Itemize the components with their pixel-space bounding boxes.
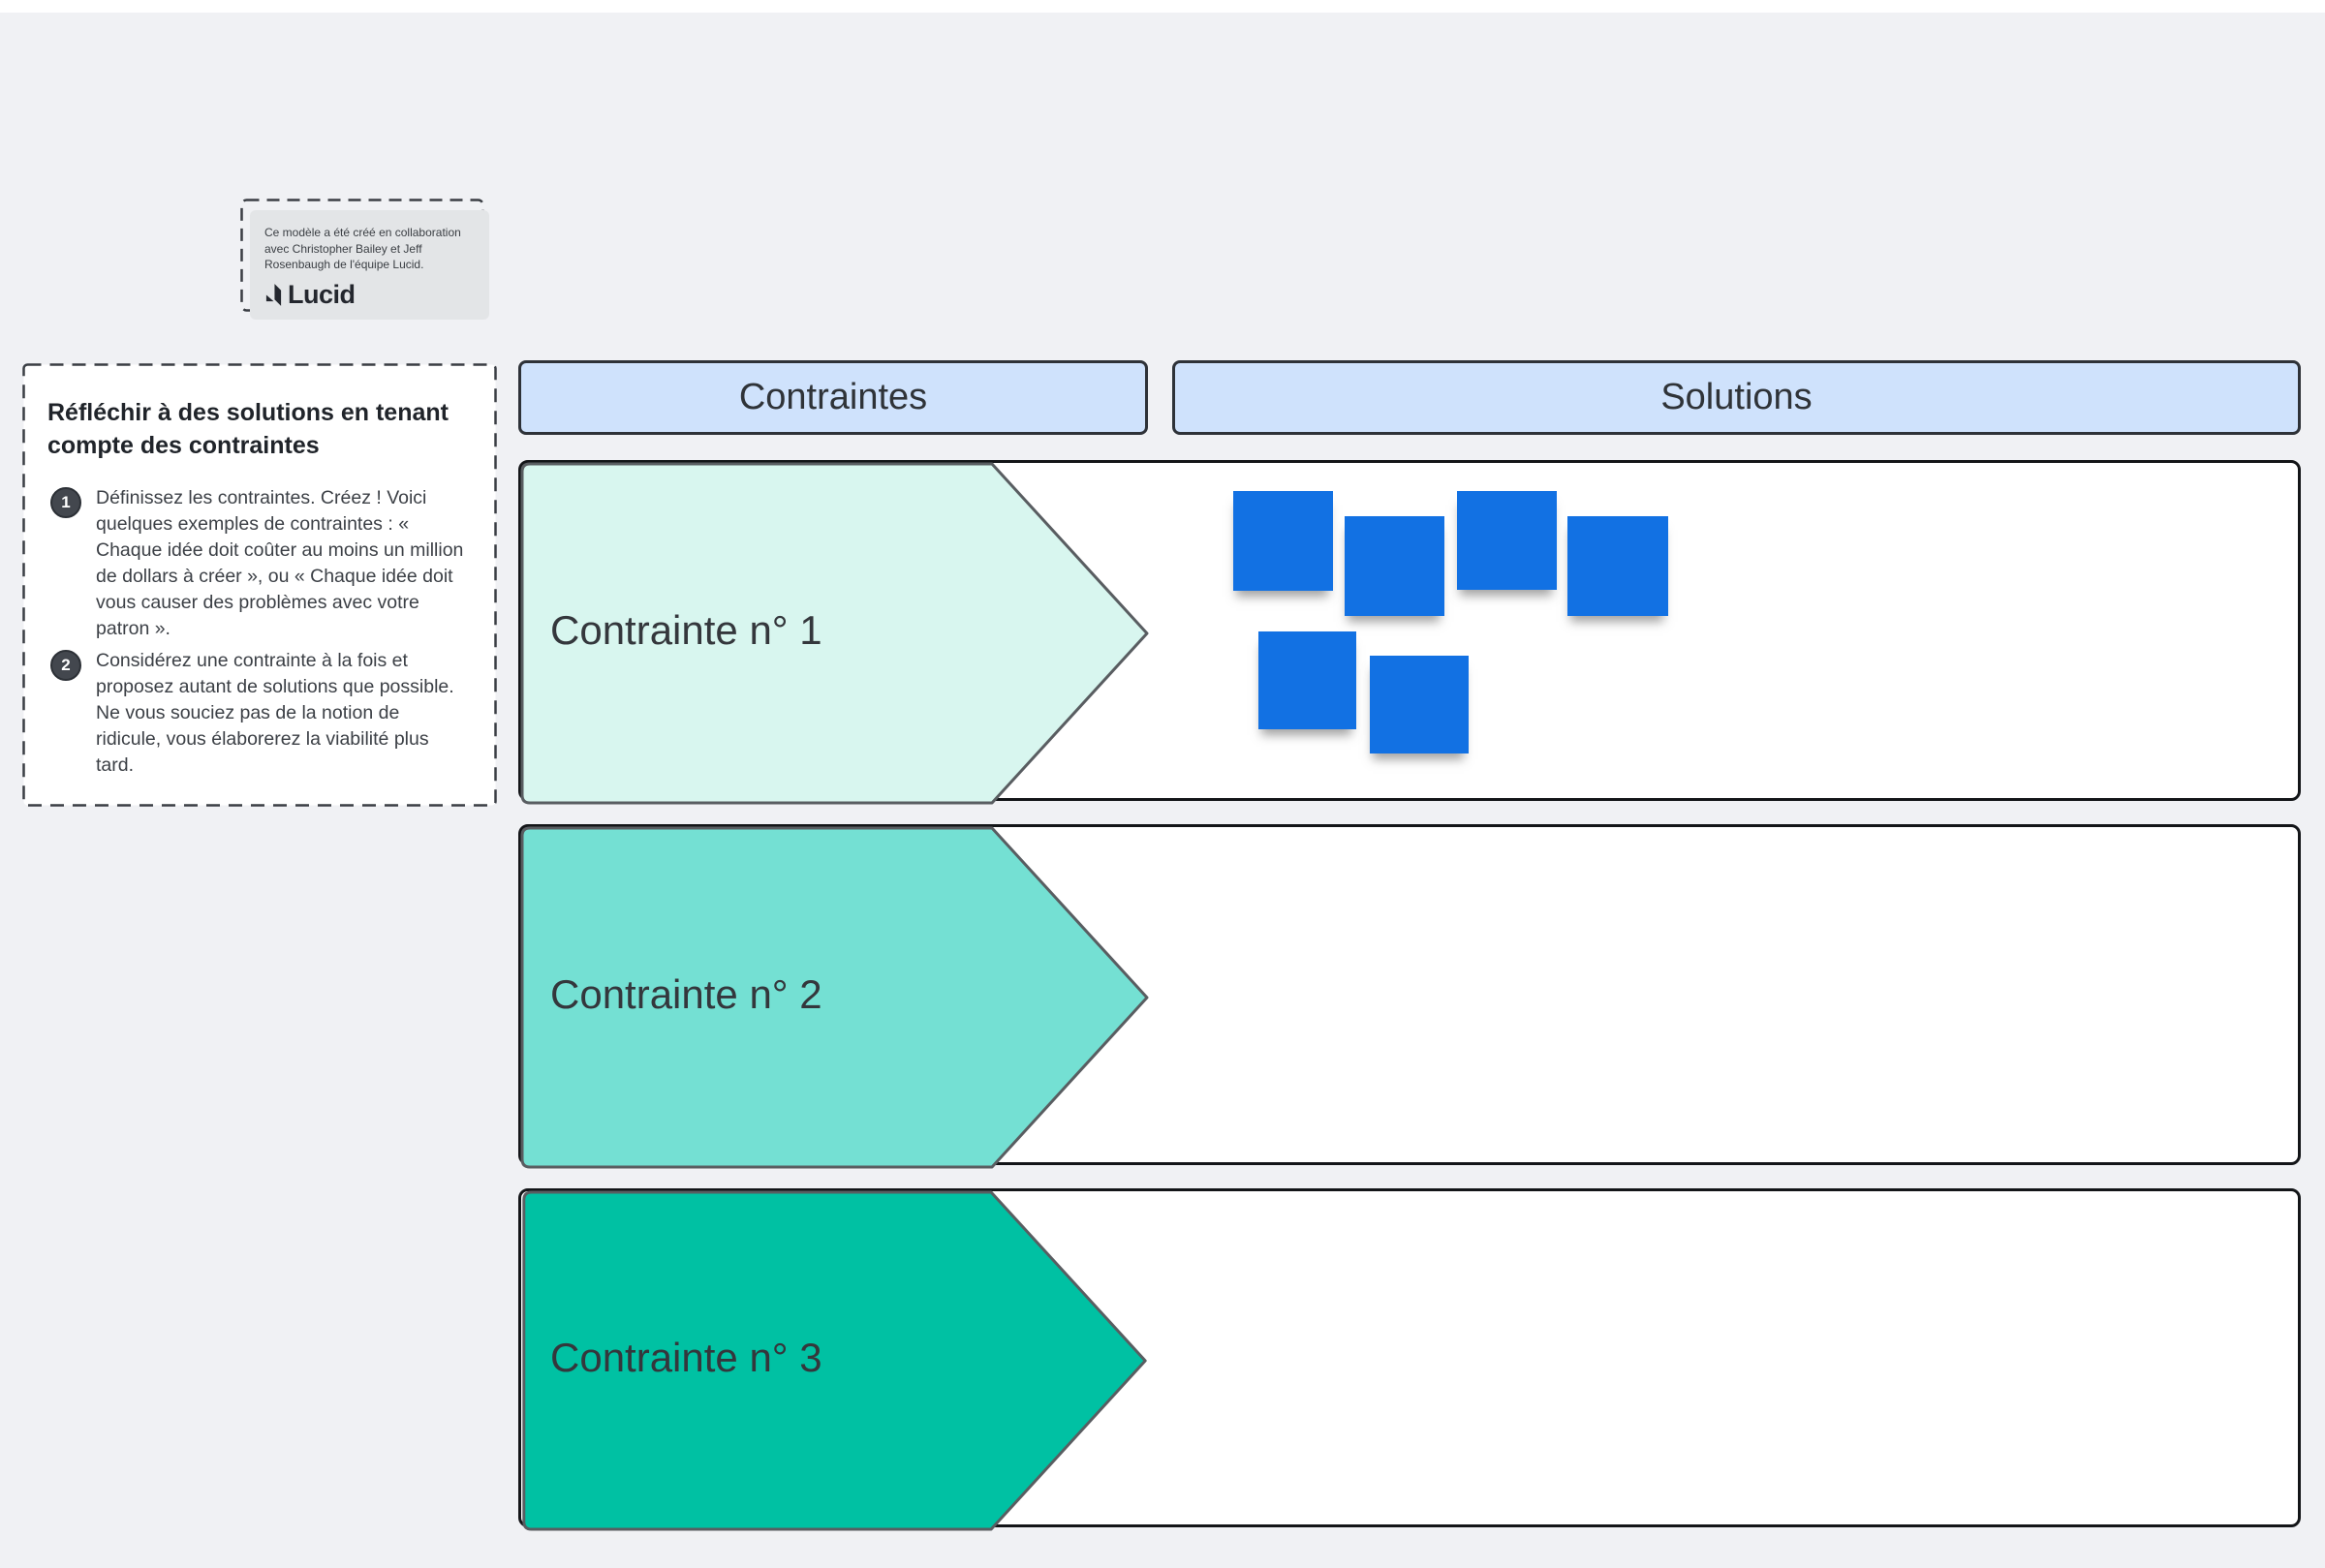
top-white-strip	[0, 0, 2325, 13]
lane-constraint-3[interactable]: Contrainte n° 3	[518, 1188, 2301, 1531]
step-2-text: Considérez une contrainte à la fois et p…	[96, 650, 454, 776]
instructions-panel[interactable]: Réfléchir à des solutions en tenant comp…	[22, 363, 497, 807]
sticky-note[interactable]	[1345, 516, 1444, 616]
attribution-group[interactable]: Ce modèle a été créé en collaboration av…	[240, 199, 502, 334]
column-header-contraintes[interactable]: Contraintes	[518, 360, 1148, 435]
instructions-dashed-frame	[22, 363, 497, 807]
attribution-text: Ce modèle a été créé en collaboration av…	[264, 226, 461, 271]
column-header-solutions[interactable]: Solutions	[1172, 360, 2301, 435]
solutions-area-1[interactable]	[521, 463, 2298, 798]
lane-constraint-1[interactable]: Contrainte n° 1	[518, 460, 2301, 805]
instructions-title: Réfléchir à des solutions en tenant comp…	[47, 399, 449, 459]
lucid-logo: Lucid	[264, 280, 478, 310]
step-1-text: Définissez les contraintes. Créez ! Voic…	[96, 487, 464, 639]
sticky-note[interactable]	[1233, 491, 1333, 591]
step-2-badge: 2	[50, 650, 81, 681]
constraint-2-label[interactable]: Contrainte n° 2	[550, 971, 822, 1017]
sticky-note[interactable]	[1258, 631, 1356, 729]
lucid-logo-text: Lucid	[288, 279, 356, 309]
constraint-1-label[interactable]: Contrainte n° 1	[550, 607, 822, 653]
instruction-step-1: 1 Définissez les contraintes. Créez ! Vo…	[38, 485, 474, 642]
step-1-badge: 1	[50, 487, 81, 518]
instruction-step-2: 2 Considérez une contrainte à la fois et…	[38, 648, 474, 779]
attribution-card[interactable]: Ce modèle a été créé en collaboration av…	[250, 210, 489, 320]
sticky-note[interactable]	[1457, 491, 1557, 590]
constraint-3-label[interactable]: Contrainte n° 3	[550, 1335, 822, 1380]
sticky-note[interactable]	[1370, 656, 1469, 753]
lane-constraint-2[interactable]: Contrainte n° 2	[518, 824, 2301, 1169]
sticky-note[interactable]	[1567, 516, 1668, 616]
lucid-logo-icon	[265, 283, 282, 306]
